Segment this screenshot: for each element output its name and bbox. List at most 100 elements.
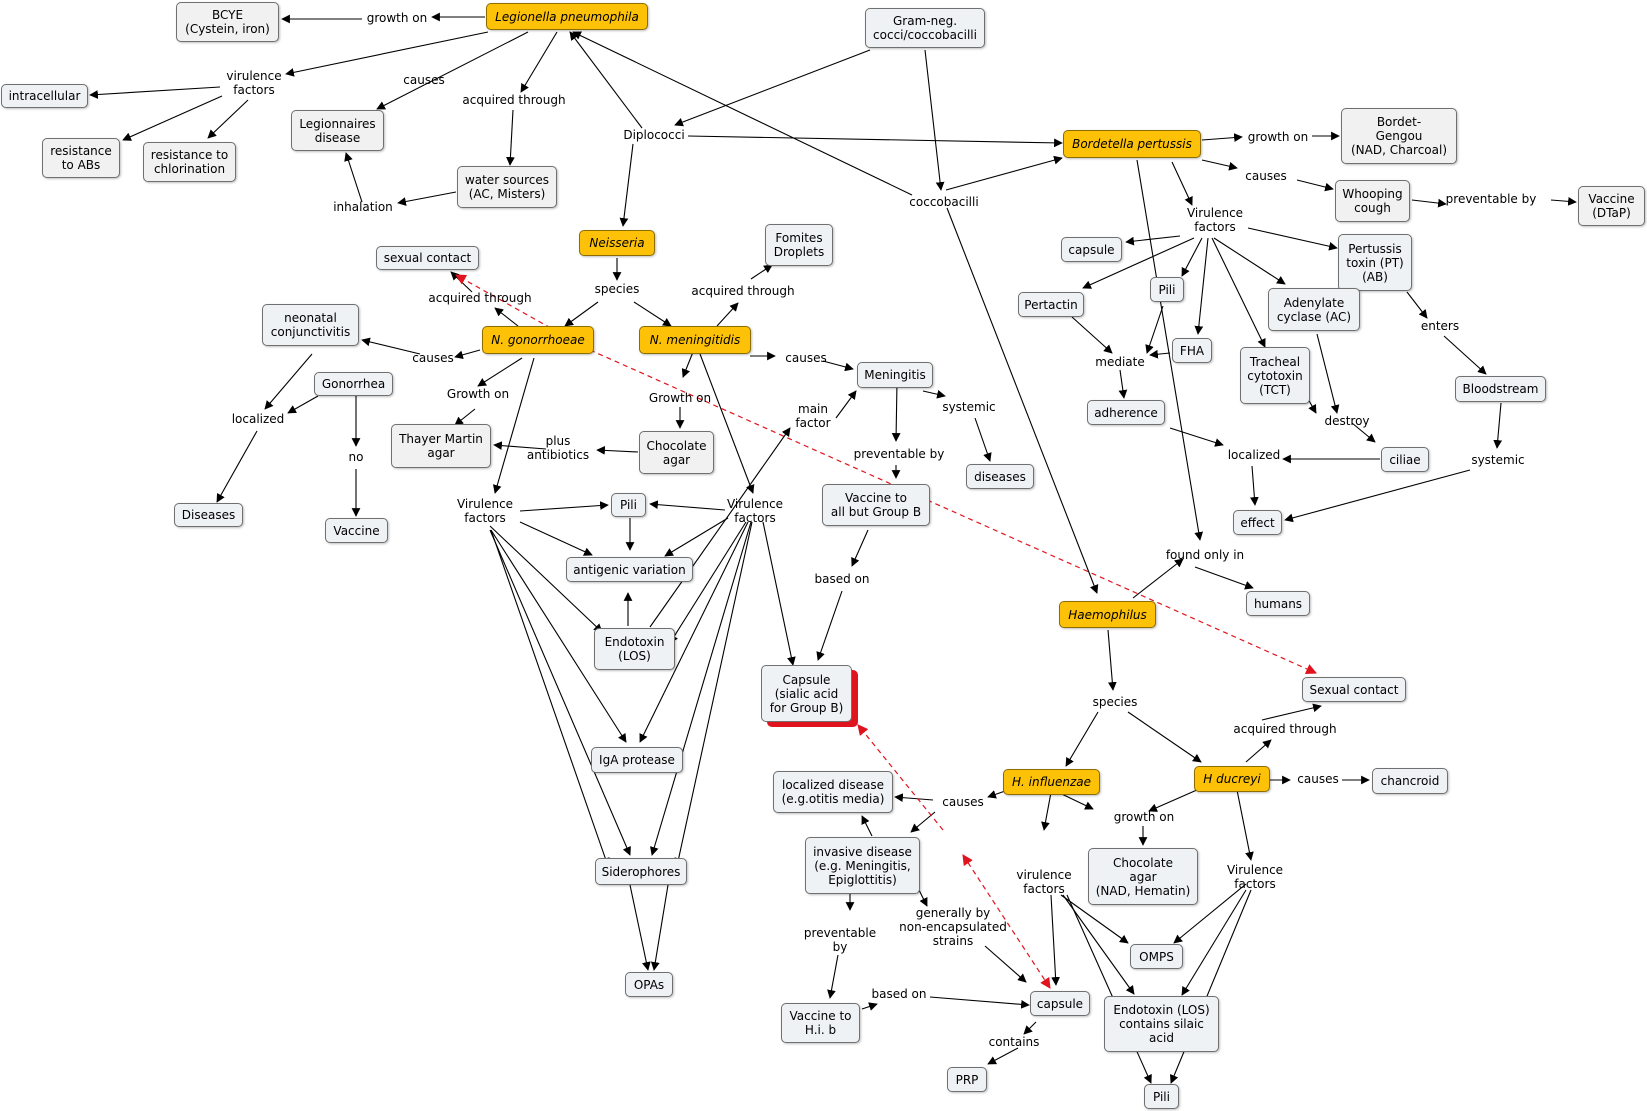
concept-prp[interactable]: PRP <box>947 1067 987 1092</box>
link-growth-on: growth on <box>1113 810 1175 824</box>
concept-whooping-cough[interactable]: Whooping cough <box>1335 180 1410 222</box>
link-causes: causes <box>1245 169 1287 183</box>
concept-capsule-bordetella[interactable]: capsule <box>1061 237 1122 262</box>
link-plus-antibiotics: plus antibiotics <box>526 434 590 462</box>
concept-humans[interactable]: humans <box>1246 591 1310 616</box>
concept-vaccine-group-b[interactable]: Vaccine to all but Group B <box>822 484 930 526</box>
link-virulence-factors: virulence factors <box>226 69 282 97</box>
link-causes: causes <box>785 351 827 365</box>
concept-vaccine-dtap[interactable]: Vaccine (DTaP) <box>1578 186 1645 226</box>
concept-legionella-pneumophila[interactable]: Legionella pneumophila <box>486 3 648 30</box>
concept-pili-bordetella[interactable]: Pili <box>1150 277 1184 302</box>
concept-chocolate-agar-h[interactable]: Chocolate agar (NAD, Hematin) <box>1088 848 1198 905</box>
concept-ciliae[interactable]: ciliae <box>1381 447 1429 472</box>
concept-h-influenzae[interactable]: H. influenzae <box>1003 769 1100 795</box>
link-preventable-by: preventable by <box>803 926 877 954</box>
link-virulence-factors: Virulence factors <box>726 497 784 525</box>
link-no: no <box>348 450 364 464</box>
link-virulence-factors: Virulence factors <box>456 497 514 525</box>
concept-bloodstream[interactable]: Bloodstream <box>1455 376 1546 402</box>
link-localized: localized <box>231 412 285 426</box>
concept-endotoxin-los-h[interactable]: Endotoxin (LOS) contains silaic acid <box>1104 996 1219 1052</box>
concept-vaccine-left[interactable]: Vaccine <box>325 518 388 543</box>
concept-invasive-disease[interactable]: invasive disease (e.g. Meningitis, Epigl… <box>805 837 920 894</box>
concept-resistance-chlorination[interactable]: resistance to chlorination <box>143 142 236 182</box>
link-acquired-through: acquired through <box>428 291 532 305</box>
concept-gonorrhea[interactable]: Gonorrhea <box>314 372 393 396</box>
link-causes: causes <box>942 795 984 809</box>
concept-bordetella-pertussis[interactable]: Bordetella pertussis <box>1063 130 1201 158</box>
concept-gram-neg[interactable]: Gram-neg. cocci/coccobacilli <box>865 8 985 48</box>
concept-neisseria[interactable]: Neisseria <box>579 230 655 256</box>
concept-h-ducreyi[interactable]: H ducreyi <box>1194 766 1270 792</box>
concept-capsule-h[interactable]: capsule <box>1030 991 1090 1016</box>
concept-chancroid[interactable]: chancroid <box>1372 768 1448 794</box>
link-virulence-factors: virulence factors <box>1016 868 1072 896</box>
concept-adherence[interactable]: adherence <box>1087 400 1165 425</box>
link-virulence-factors: Virulence factors <box>1186 206 1244 234</box>
link-destroy: destroy <box>1324 414 1370 428</box>
link-enters: enters <box>1420 319 1460 333</box>
link-species: species <box>1092 695 1138 709</box>
concept-antigenic-variation[interactable]: antigenic variation <box>566 557 693 582</box>
link-main-factor: main factor <box>795 402 831 430</box>
concept-water-sources[interactable]: water sources (AC, Misters) <box>457 166 557 208</box>
link-preventable-by: preventable by <box>853 447 945 461</box>
concept-adenylate-cyclase[interactable]: Adenylate cyclase (AC) <box>1268 288 1360 331</box>
concept-diseases-mid[interactable]: diseases <box>966 464 1034 489</box>
concept-effect[interactable]: effect <box>1233 510 1282 535</box>
link-acquired-through: acquired through <box>462 93 566 107</box>
link-acquired-through: acquired through <box>691 284 795 298</box>
concept-chocolate-agar[interactable]: Chocolate agar <box>639 431 714 474</box>
concept-pili-h[interactable]: Pili <box>1144 1084 1179 1109</box>
link-growth-on: growth on <box>1247 130 1309 144</box>
link-diplococci: Diplococci <box>623 128 685 142</box>
link-contains: contains <box>988 1035 1040 1049</box>
concept-omps[interactable]: OMPS <box>1130 944 1183 969</box>
link-growth-on: Growth on <box>648 391 712 405</box>
concept-opas[interactable]: OPAs <box>625 972 673 997</box>
link-causes: causes <box>412 351 454 365</box>
concept-pertactin[interactable]: Pertactin <box>1018 292 1084 317</box>
concept-fomites-droplets[interactable]: Fomites Droplets <box>765 224 833 266</box>
link-species: species <box>594 282 640 296</box>
link-growth-on: Growth on <box>446 387 510 401</box>
link-systemic: systemic <box>942 400 996 414</box>
concept-bcye[interactable]: BCYE (Cystein, iron) <box>176 2 279 42</box>
link-based-on: based on <box>814 572 870 586</box>
concept-meningitis[interactable]: Meningitis <box>857 362 933 388</box>
link-virulence-factors: Virulence factors <box>1226 863 1284 891</box>
link-localized: localized <box>1227 448 1281 462</box>
concept-vaccine-hib[interactable]: Vaccine to H.i. b <box>781 1003 860 1043</box>
concept-tracheal-cytotoxin[interactable]: Tracheal cytotoxin (TCT) <box>1240 347 1310 404</box>
link-inhalation: inhalation <box>333 200 393 214</box>
concept-haemophilus[interactable]: Haemophilus <box>1059 601 1156 628</box>
concept-resistance-abs[interactable]: resistance to ABs <box>42 138 120 178</box>
concept-neonatal-conjunctivitis[interactable]: neonatal conjunctivitis <box>262 304 359 346</box>
link-found-only-in: found only in <box>1165 548 1245 562</box>
concept-diseases-left[interactable]: Diseases <box>174 503 243 527</box>
link-systemic: systemic <box>1471 453 1525 467</box>
concept-siderophores[interactable]: Siderophores <box>595 858 687 885</box>
link-growth-on: growth on <box>366 11 428 25</box>
concept-localized-disease[interactable]: localized disease (e.g.otitis media) <box>773 771 893 813</box>
concept-fha[interactable]: FHA <box>1172 338 1212 363</box>
concept-sexual-contact[interactable]: sexual contact <box>376 246 479 270</box>
concept-pertussis-toxin[interactable]: Pertussis toxin (PT) (AB) <box>1338 234 1412 291</box>
concept-n-gonorrhoeae[interactable]: N. gonorrhoeae <box>482 326 594 354</box>
link-causes: causes <box>403 73 445 87</box>
link-causes: causes <box>1297 772 1339 786</box>
concept-bordet-gengou[interactable]: Bordet- Gengou (NAD, Charcoal) <box>1341 108 1457 164</box>
concept-legionnaires-disease[interactable]: Legionnaires disease <box>291 110 384 151</box>
concept-iga-protease[interactable]: IgA protease <box>591 747 683 773</box>
concept-endotoxin-los-neisseria[interactable]: Endotoxin (LOS) <box>594 628 675 670</box>
concept-pili-neisseria[interactable]: Pili <box>611 493 646 517</box>
concept-n-meningitidis[interactable]: N. meningitidis <box>639 326 751 354</box>
link-acquired-through: acquired through <box>1233 722 1337 736</box>
link-mediate: mediate <box>1095 355 1145 369</box>
link-coccobacilli: coccobacilli <box>909 195 979 209</box>
concept-intracellular[interactable]: intracellular <box>1 84 88 108</box>
concept-thayer-martin-agar[interactable]: Thayer Martin agar <box>391 424 491 468</box>
concept-capsule-sialic-acid[interactable]: Capsule (sialic acid for Group B) <box>761 665 852 722</box>
concept-sexual-contact-h[interactable]: Sexual contact <box>1302 677 1406 702</box>
